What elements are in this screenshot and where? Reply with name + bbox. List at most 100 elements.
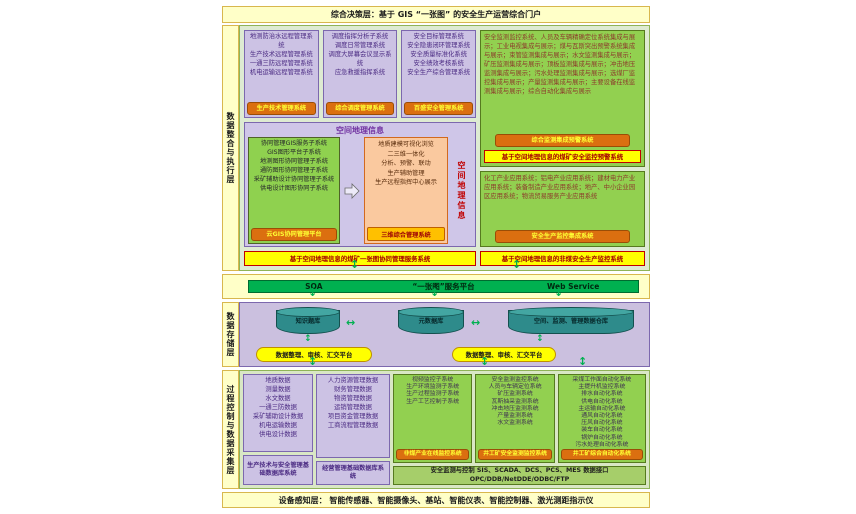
metadata-db-label: 元数据库 [418, 318, 444, 325]
list-item: 通防图形协同管理子系统 [259, 166, 329, 174]
list-item: 排水自动化系统 [581, 391, 623, 398]
list-item: 污水处理自动化系统 [575, 441, 629, 448]
mine-monitoring-panel: 安全监测监控系统人员与车辆定位系统矿压监测系统瓦斯抽采监测系统冲击地压监测系统产… [475, 374, 555, 464]
interface-line2: OPC/DDB/NetDDE/ODBC/FTP [469, 475, 570, 483]
dispatch-system-button: 综合调度管理系统 [325, 102, 395, 115]
list-item: 视频监控子系统 [412, 377, 454, 383]
left-right-arrow-icon: ↔ [471, 316, 481, 329]
warehouse-db-cylinder: 空间、监测、管理数据仓库 [508, 307, 634, 334]
warehouse-db-label: 空间、监测、管理数据仓库 [533, 318, 609, 325]
up-down-arrow-icon: ↕ [350, 258, 360, 271]
geo-data-panel: 地质数据测量数据水文数据一通三防数据采矿辅助设计数据机电运输数据供电设计数据 [243, 374, 313, 452]
soa-label: SOA [305, 282, 323, 291]
monitoring-integration-text: 安全监测监控系统、人员及车辆精确定位系统集成与展示；工业电视集成与展示；煤与瓦斯… [484, 34, 636, 95]
remote-management-list: 地测防治水远程管理系统生产技术远程管理系统一通三防远程管理系统机电运输远程管理系… [247, 33, 316, 78]
business-data-list: 人力资源管理数据财务管理数据物资管理数据运销管理数据项目资金管理数据工商流程管理… [319, 377, 387, 431]
layer-label-storage: 数据存储层 [222, 302, 239, 367]
list-item: 主提升机监控系统 [578, 384, 626, 391]
list-item: 锅炉自动化系统 [581, 434, 623, 441]
list-item: 安全绩效考核系统 [413, 59, 464, 67]
list-item: 产量监测系统 [497, 413, 533, 420]
data-interface-bar: 安全监测与控制 SIS、SCADA、DCS、PCS、MES 数据接口 OPC/D… [393, 466, 646, 485]
up-down-arrow-icon: ↕ [536, 334, 544, 344]
list-item: 生产工艺控制子系统 [406, 398, 460, 405]
up-down-arrow-icon: ↕ [554, 286, 564, 299]
interface-line1: 安全监测与控制 SIS、SCADA、DCS、PCS、MES 数据接口 [430, 467, 609, 475]
list-item: 生产环境监测子系统 [406, 384, 460, 391]
list-item: 生产过程监测子系统 [406, 391, 460, 398]
list-item: 机电运输数据 [259, 421, 297, 429]
business-db-footer: 经营管理基础数据库系统 [316, 461, 390, 485]
decision-layer-banner-text: 综合决策层：基于 GIS “一张图” 的安全生产运营综合门户 [330, 10, 542, 19]
knowledge-db-label: 知识题库 [295, 318, 321, 325]
coal-safety-warning-bar: 基于空间地理信息的煤矿安全监控预警系统 [484, 150, 641, 164]
automation-panel: 采煤工作面自动化系统主提升机监控系统排水自动化系统供电自动化系统主运输自动化系统… [557, 374, 646, 464]
list-item: 工商流程管理数据 [327, 421, 379, 429]
automation-list: 采煤工作面自动化系统主提升机监控系统排水自动化系统供电自动化系统主运输自动化系统… [561, 377, 643, 449]
metadata-db-cylinder: 元数据库 [398, 307, 464, 334]
list-item: 生产技术远程管理系统 [249, 50, 313, 58]
integration-left-column: 地测防治水远程管理系统生产技术远程管理系统一通三防远程管理系统机电运输远程管理系… [244, 30, 477, 266]
list-item: 生产远程指挥中心展示 [375, 179, 437, 187]
list-item: 安全监测监控系统 [491, 377, 539, 383]
monitoring-integration-panel: 安全监测监控系统、人员及车辆精确定位系统集成与展示；工业电视集成与展示；煤与瓦斯… [480, 30, 645, 168]
list-item: 瓦斯抽采监测系统 [491, 398, 539, 405]
device-layer-banner: 设备感知层： 智能传感器、智能摄像头、基站、智能仪表、智能控制器、激光测距指示仪 [222, 492, 650, 508]
tech-safety-db-footer: 生产技术与安全管理基础数据库系统 [243, 455, 313, 485]
process-content: 地质数据测量数据水文数据一通三防数据采矿辅助设计数据机电运输数据供电设计数据 生… [239, 370, 650, 489]
dispatch-list: 调度指挥分析子系统调度日常管理系统调度大屏幕会议显示系统应急救援指挥系统 [326, 33, 395, 78]
list-item: 矿压监测系统 [497, 391, 533, 398]
architecture-diagram: 综合决策层：基于 GIS “一张图” 的安全生产运营综合门户 数据整合与执行层 … [222, 6, 650, 508]
list-item: 人员与车辆定位系统 [488, 384, 542, 391]
cloud-gis-platform-button: 云GIS协同管理平台 [251, 228, 337, 241]
list-item: 装车自动化系统 [581, 427, 623, 434]
safety-system-button: 百盛安全管理系统 [404, 102, 474, 115]
mine-monitoring-list: 安全监测监控系统人员与车辆定位系统矿压监测系统瓦斯抽采监测系统冲击地压监测系统产… [478, 377, 551, 427]
list-item: 调度大屏幕会议显示系统 [328, 50, 392, 67]
production-tech-system-button: 生产技术管理系统 [247, 102, 316, 115]
storage-content: 知识题库 元数据库 空间、监测、管理数据仓库 ↔ ↔ ↕ ↕ 数据整理、审核、汇… [239, 302, 650, 367]
list-item: 分析、预警、联动 [381, 160, 431, 168]
layer-label-integration: 数据整合与执行层 [222, 25, 239, 271]
storage-layer-row: 数据存储层 知识题库 元数据库 空间、监测、管理数据仓库 ↔ ↔ ↕ ↕ 数据整… [222, 302, 650, 367]
list-item: GIS图形平台子系统 [267, 148, 321, 156]
3d-management-system-button: 三维综合管理系统 [367, 227, 445, 241]
list-item: 压风自动化系统 [581, 420, 623, 427]
data-exchange-platform-right: 数据整理、审核、汇交平台 [452, 347, 556, 362]
list-item: 供电设计图形协同子系统 [259, 184, 329, 192]
list-item: 测量数据 [265, 385, 291, 393]
up-down-arrow-icon: ↕ [308, 286, 318, 299]
list-item: 安全目标管理系统 [413, 33, 464, 40]
management-panels-row: 地测防治水远程管理系统生产技术远程管理系统一通三防远程管理系统机电运输远程管理系… [244, 30, 477, 118]
business-data-column: 人力资源管理数据财务管理数据物资管理数据运销管理数据项目资金管理数据工商流程管理… [316, 374, 390, 485]
remote-management-panel: 地测防治水远程管理系统生产技术远程管理系统一通三防远程管理系统机电运输远程管理系… [244, 30, 319, 118]
up-down-arrow-icon: ↕ [578, 355, 588, 368]
process-green-panels-row: 视频监控子系统生产环境监测子系统生产过程监测子系统生产工艺控制子系统 非煤产业在… [393, 374, 646, 464]
up-down-arrow-icon: ↕ [430, 286, 440, 299]
list-item: 财务管理数据 [334, 385, 372, 393]
data-exchange-platform-left: 数据整理、审核、汇交平台 [256, 347, 372, 362]
visualization-box: 地质建模可视化浏览二三维一体化分析、预警、联动生产辅助管理生产远程指挥中心展示 … [364, 137, 448, 244]
process-right-group: 视频监控子系统生产环境监测子系统生产过程监测子系统生产工艺控制子系统 非煤产业在… [393, 374, 646, 485]
web-service-label: Web Service [547, 282, 600, 291]
spatial-geo-side-label: 空间地理信息 [457, 160, 466, 221]
safety-management-panel: 安全目标管理系统安全隐患闭环管理系统安全质量标准化系统安全绩效考核系统安全生产综… [401, 30, 477, 118]
integrated-monitoring-warning-button: 综合监测集成预警系统 [494, 134, 630, 148]
list-item: 水文监测系统 [497, 420, 533, 427]
list-item: 一通三防远程管理系统 [249, 59, 313, 67]
integration-right-column: 安全监测监控系统、人员及车辆精确定位系统集成与展示；工业电视集成与展示；煤与瓦斯… [480, 30, 645, 266]
geo-data-list: 地质数据测量数据水文数据一通三防数据采矿辅助设计数据机电运输数据供电设计数据 [246, 377, 310, 440]
integration-layer-row: 数据整合与执行层 地测防治水远程管理系统生产技术远程管理系统一通三防远程管理系统… [222, 25, 650, 271]
up-down-arrow-icon: ↕ [304, 334, 312, 344]
list-item: 地测防治水远程管理系统 [249, 33, 313, 49]
layer-label-process: 过程控制与数据采集层 [222, 370, 239, 489]
business-data-panel: 人力资源管理数据财务管理数据物资管理数据运销管理数据项目资金管理数据工商流程管理… [316, 374, 390, 458]
list-item: 调度指挥分析子系统 [331, 33, 389, 40]
list-item: 物资管理数据 [334, 394, 372, 402]
list-item: 主运输自动化系统 [578, 405, 626, 412]
list-item: 地质建模可视化浏览 [378, 141, 434, 148]
